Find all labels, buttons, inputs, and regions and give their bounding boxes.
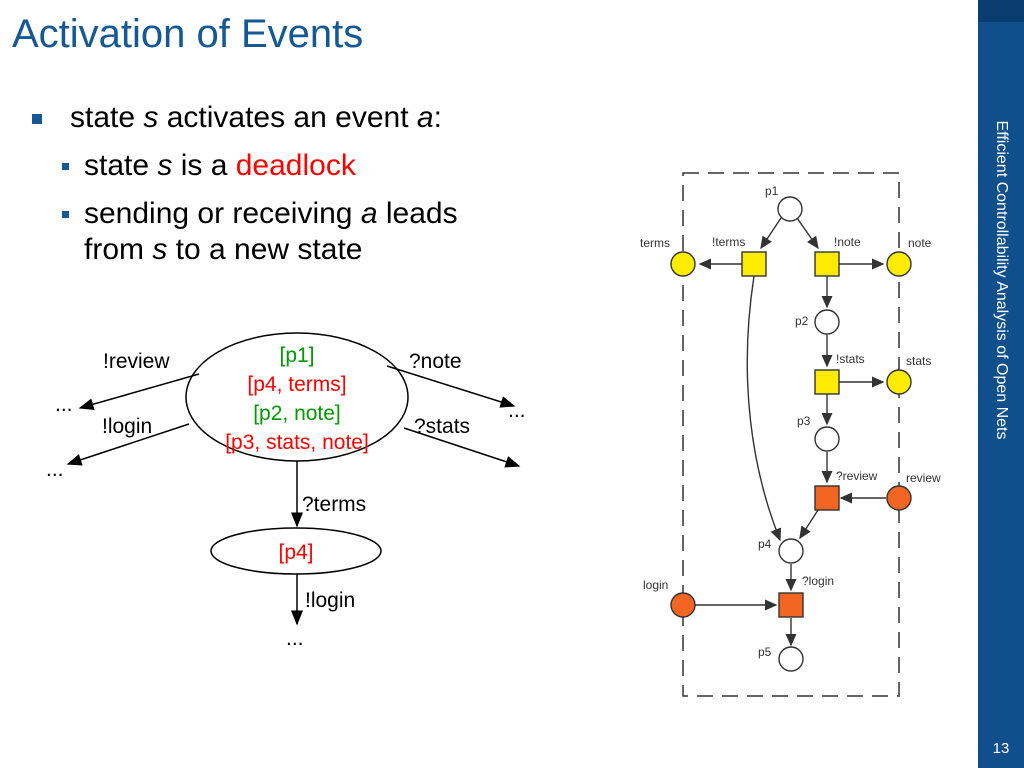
place-login: [670, 592, 696, 618]
label-p1: p1: [765, 184, 779, 198]
label-stats: stats: [906, 354, 931, 368]
edge-review: [78, 373, 200, 411]
top-state-line-4: [p3, stats, note]: [225, 431, 369, 454]
label-terms: terms: [640, 236, 670, 250]
arc-p1-note: [796, 217, 819, 250]
label-t-note: !note: [834, 235, 861, 249]
arc-review-p4: [799, 509, 819, 540]
state-graph: [p1] [p4, terms] [p2, note] [p3, stats, …: [46, 332, 526, 650]
label-t-stats: !stats: [836, 352, 865, 366]
bullet-main: state s activates an event a:: [32, 100, 572, 136]
edge-label-stats: ?stats: [414, 415, 470, 438]
sidebar-vertical-title: Efficient Controllability Analysis of Op…: [993, 120, 1010, 440]
ellipsis-note: ...: [508, 399, 526, 422]
label-p2: p2: [795, 314, 809, 328]
edge-stats: [403, 427, 521, 468]
bullet-list: state s activates an event a: state s is…: [32, 100, 572, 268]
slide-title: Activation of Events: [12, 12, 364, 56]
sidebar-top-band: [978, 0, 1024, 22]
label-p4: p4: [758, 537, 772, 551]
edge-label-terms: ?terms: [302, 493, 366, 516]
edge-login-left: [66, 423, 190, 466]
bullet-sub-deadlock: state s is a deadlock: [32, 148, 572, 184]
ellipsis-login-down: ...: [286, 627, 304, 650]
deadlock-highlight: deadlock: [235, 149, 356, 182]
open-net-boundary: [682, 172, 900, 697]
label-p5: p5: [758, 645, 772, 659]
transition-review: [814, 485, 840, 511]
place-p2: [814, 309, 840, 335]
place-terms: [670, 251, 696, 277]
transition-note: [814, 251, 840, 277]
edge-label-login-down: !login: [305, 589, 355, 612]
transition-login: [778, 592, 804, 618]
top-state-line-3: [p2, note]: [253, 402, 341, 425]
label-t-login: ?login: [802, 574, 834, 588]
ellipsis-login-left: ...: [46, 458, 64, 481]
bottom-state-node: [210, 527, 382, 575]
top-state-line-2: [p4, terms]: [247, 373, 346, 396]
bottom-state-label: [p4]: [278, 541, 313, 564]
petri-net: p1 !terms !note terms note p2 !stats sta…: [640, 172, 941, 697]
place-p4: [778, 538, 804, 564]
label-review: review: [906, 471, 941, 485]
place-p1: [777, 196, 803, 222]
place-p3: [814, 426, 840, 452]
transition-terms: [741, 251, 767, 277]
label-note: note: [908, 236, 932, 250]
arc-p1-terms: [760, 217, 782, 250]
place-review: [886, 485, 912, 511]
sidebar: Efficient Controllability Analysis of Op…: [978, 0, 1024, 768]
place-stats: [886, 369, 912, 395]
ellipsis-review: ...: [55, 393, 73, 416]
edge-label-note: ?note: [409, 350, 462, 373]
transition-stats: [814, 369, 840, 395]
label-t-terms: !terms: [712, 235, 745, 249]
edge-label-login-left: !login: [102, 415, 152, 438]
label-login: login: [643, 578, 668, 592]
place-p5: [778, 646, 804, 672]
place-note: [886, 251, 912, 277]
page-number: 13: [992, 740, 1010, 757]
arc-terms-p4: [746, 275, 782, 542]
top-state-line-1: [p1]: [279, 344, 314, 367]
edge-note: [386, 365, 516, 408]
label-t-review: ?review: [836, 469, 878, 483]
label-p3: p3: [797, 414, 811, 428]
edge-label-review: !review: [103, 350, 170, 373]
